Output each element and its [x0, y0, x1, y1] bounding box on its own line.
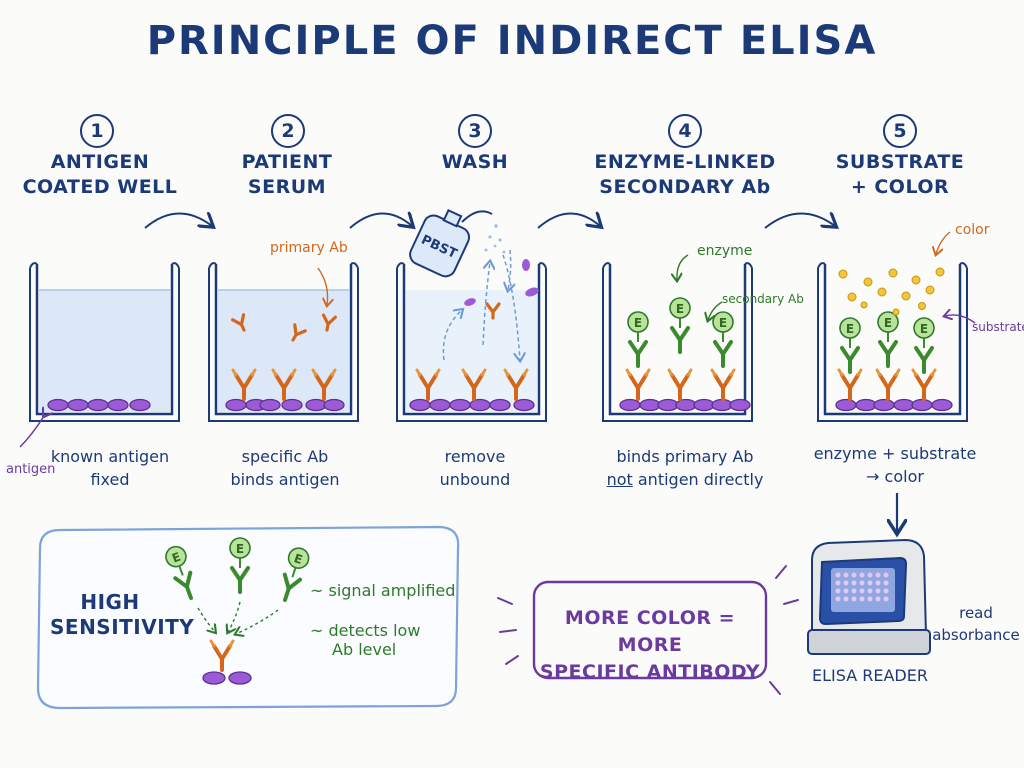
- well-antigen-coated: [28, 261, 181, 423]
- step-2-number: 2: [271, 114, 305, 148]
- antigen-label: antigen: [6, 462, 56, 477]
- step-5-heading: SUBSTRATE+ COLOR: [835, 151, 965, 198]
- substrate-label: substrate: [972, 320, 1024, 334]
- elisa-reader-label: ELISA READER: [812, 666, 928, 685]
- step-5-caption: enzyme + substrate→ color: [813, 444, 977, 486]
- secondary-ab-label: secondary Ab: [722, 292, 804, 306]
- step-3-heading: WASH: [441, 151, 509, 173]
- step-4-caption: binds primary Ab not antigen directly: [606, 447, 764, 489]
- signal-amplified-note: ~ signal amplified: [310, 581, 456, 600]
- step-5-number: 5: [883, 114, 917, 148]
- enzyme-label: enzyme: [697, 243, 753, 259]
- pbst-wash-bottle: PBST: [409, 208, 471, 278]
- well-wash: [395, 261, 548, 423]
- step-4-number: 4: [668, 114, 702, 148]
- step-3-number: 3: [458, 114, 492, 148]
- high-sensitivity-box: [36, 525, 460, 710]
- primary-ab-label: primary Ab: [270, 240, 348, 256]
- detects-low-note: ~ detects low Ab level: [310, 621, 421, 659]
- color-label: color: [955, 222, 990, 238]
- well-substrate-color: [816, 261, 969, 423]
- elisa-reader-device: [807, 538, 931, 655]
- step-1-number: 1: [80, 114, 114, 148]
- more-color-callout: [532, 580, 768, 680]
- page-title: PRINCIPLE OF INDIRECT ELISA: [146, 18, 878, 64]
